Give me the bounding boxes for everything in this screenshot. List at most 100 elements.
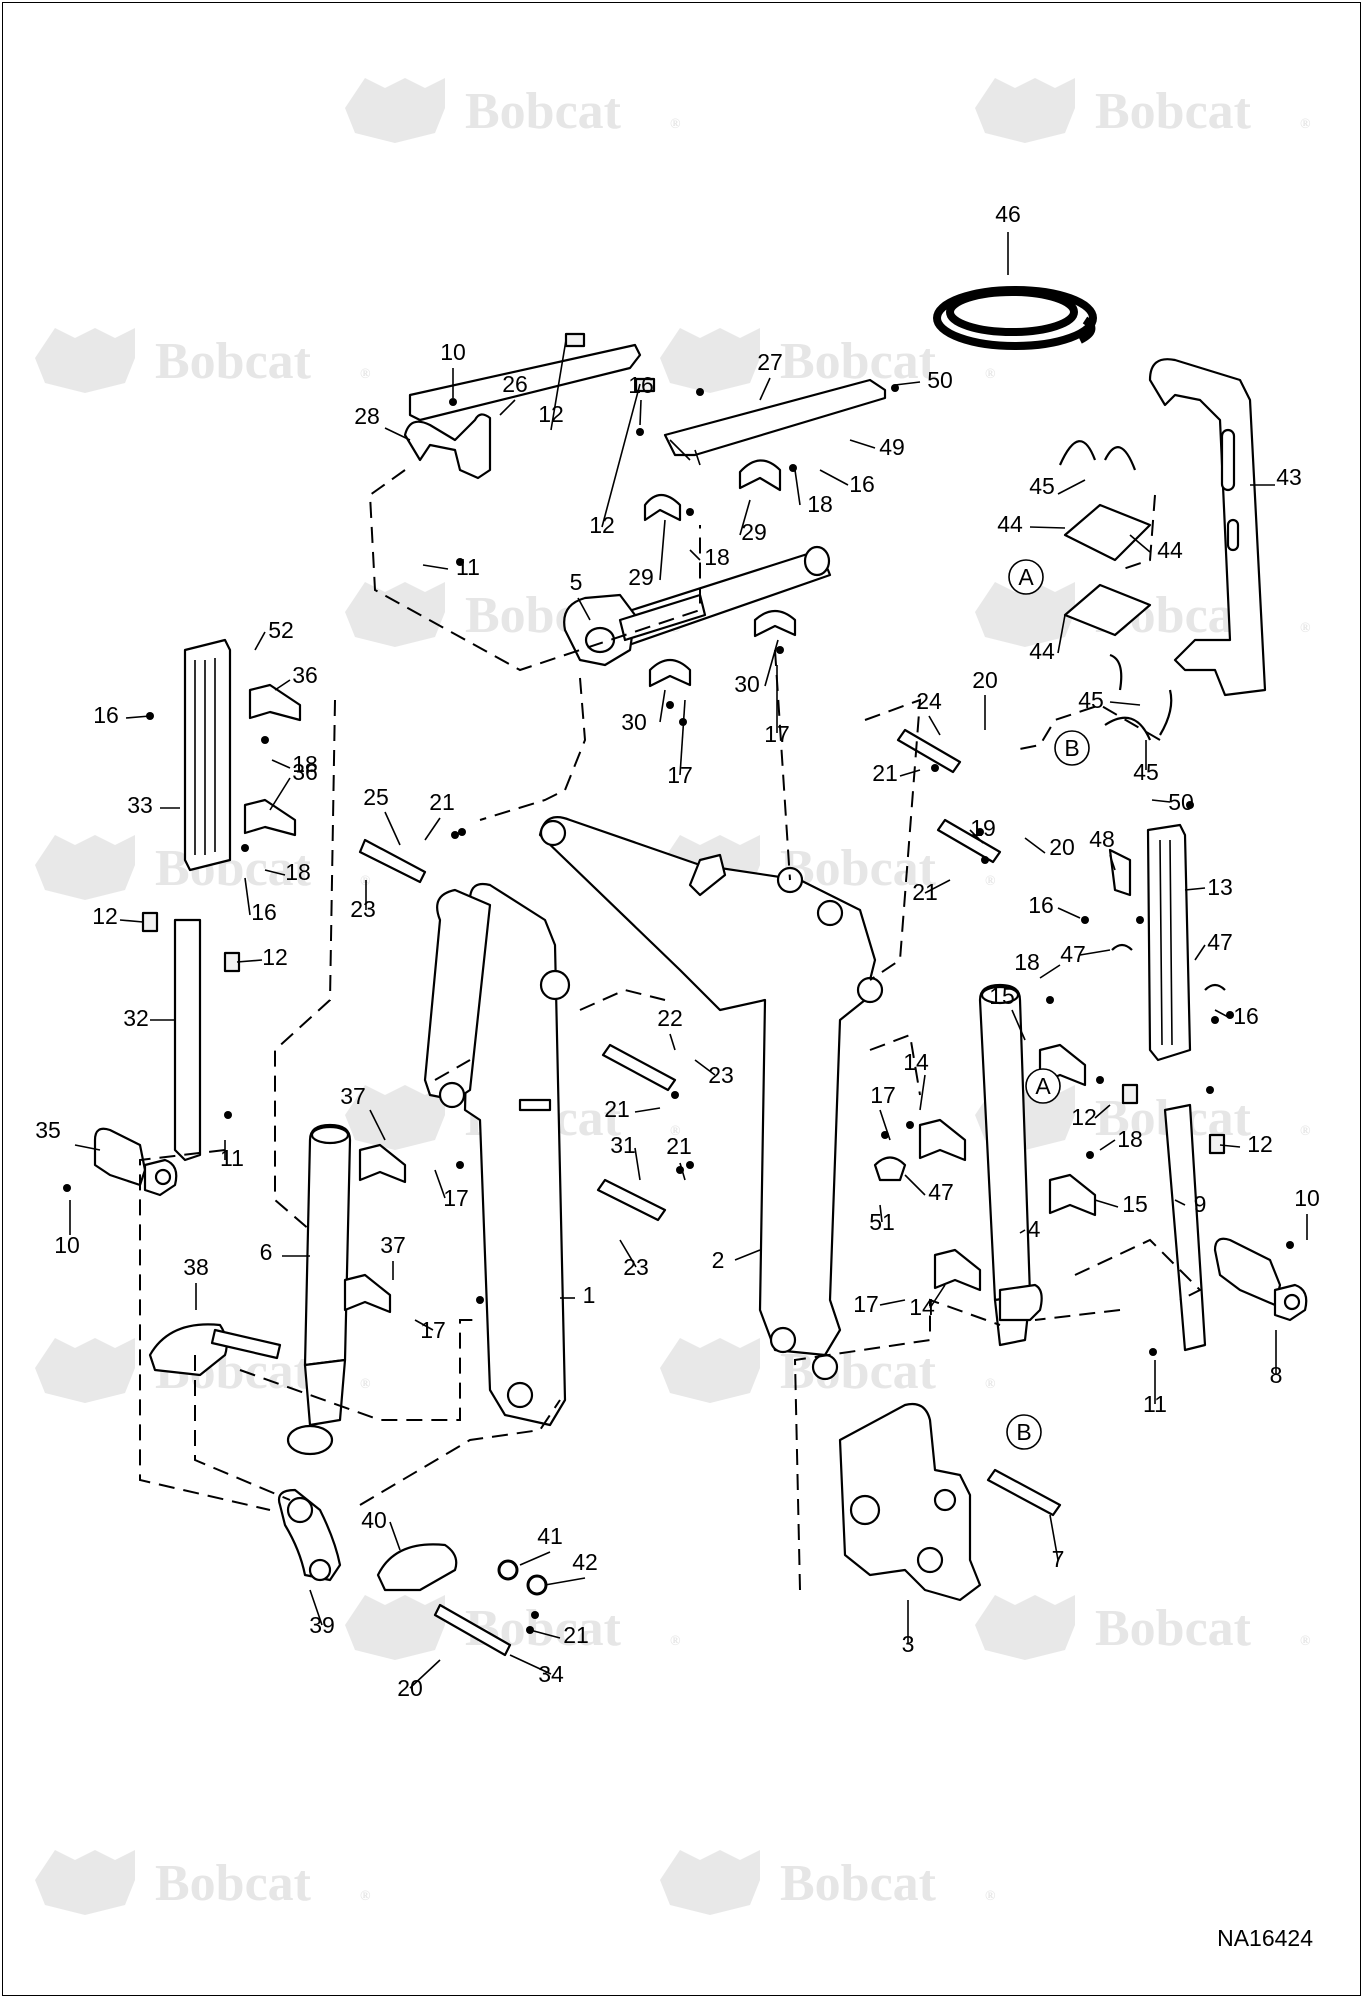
part-number-label: 42 — [572, 1549, 598, 1575]
leader-line — [434, 1169, 446, 1199]
bolt-dot — [458, 828, 466, 836]
part-number-label: 13 — [1207, 874, 1233, 900]
bolt-dot — [1149, 1348, 1157, 1356]
bolt-dot — [1086, 1151, 1094, 1159]
watermark-mark: ® — [985, 367, 996, 382]
watermark-text: Bobcat — [1095, 1600, 1252, 1657]
part-number-label: 10 — [440, 339, 466, 365]
part-number-label: 17 — [853, 1291, 879, 1317]
part-number-label: 21 — [604, 1096, 630, 1122]
leader-line — [1057, 614, 1066, 654]
leader-line — [422, 564, 449, 570]
leader-line — [519, 1551, 551, 1566]
part-number-label: 30 — [734, 671, 760, 697]
leader-line — [924, 879, 951, 894]
part-number-label: 26 — [502, 371, 528, 397]
part-number-label: 41 — [537, 1523, 563, 1549]
bolt-dot — [1286, 1241, 1294, 1249]
part-number-label: 16 — [628, 372, 654, 398]
part-number-label: 44 — [1029, 638, 1055, 664]
watermark-logo: Bobcat® — [345, 78, 681, 143]
leader-line — [794, 469, 801, 506]
leader-line — [550, 339, 567, 431]
rail-27 — [663, 378, 887, 457]
part-number-label: 45 — [1078, 687, 1104, 713]
callout-letter: A — [1008, 559, 1044, 595]
leader-line — [269, 777, 291, 811]
bolt-dot — [451, 831, 459, 839]
leader-line — [1011, 1009, 1026, 1041]
part-number-label: 5 — [570, 569, 583, 595]
leader-line — [879, 1204, 883, 1223]
bracket-35 — [93, 1127, 147, 1187]
part-number-label: 2 — [712, 1247, 725, 1273]
bolt-dots — [63, 384, 1294, 1634]
callout-letter-text: B — [1064, 735, 1079, 761]
leader-line — [1024, 837, 1046, 854]
leader-line — [928, 715, 941, 736]
watermark-text: Bobcat — [780, 1855, 937, 1912]
leader-lines — [69, 232, 1308, 1689]
bolt-dot — [1136, 916, 1144, 924]
leader-line — [689, 549, 701, 561]
leader-line — [919, 1074, 926, 1111]
watermark-logo: Bobcat® — [345, 1595, 681, 1660]
leader-line — [929, 1284, 946, 1309]
bracket-43 — [1148, 358, 1267, 697]
part-number-label: 18 — [292, 751, 318, 777]
watermark-mark: ® — [360, 1377, 371, 1392]
cylinder-6 — [286, 1123, 352, 1456]
bolt-dot — [531, 1611, 539, 1619]
part-number-label: 31 — [610, 1132, 636, 1158]
leader-line — [499, 399, 516, 416]
leader-line — [639, 399, 642, 426]
leader-line — [619, 1239, 637, 1268]
part-number-label: 52 — [268, 617, 294, 643]
part-number-label: 29 — [628, 564, 654, 590]
part-number-label: 10 — [1294, 1185, 1320, 1211]
leader-line — [424, 817, 441, 841]
leader-line — [1094, 1199, 1119, 1208]
part-number-label: 33 — [127, 792, 153, 818]
watermark-text: Bobcat — [155, 840, 312, 897]
leader-line — [904, 1174, 926, 1196]
part-number-label: 29 — [741, 519, 767, 545]
leader-line — [509, 1654, 552, 1675]
part-number-label: 23 — [350, 896, 376, 922]
part-number-label: 14 — [903, 1049, 929, 1075]
bolt-dot — [931, 764, 939, 772]
part-number-label: 47 — [928, 1179, 954, 1205]
watermark-mark: ® — [360, 367, 371, 382]
bolt-dot — [891, 384, 899, 392]
part-number-label: 15 — [989, 983, 1015, 1009]
leader-line — [879, 1299, 906, 1306]
leader-line — [1184, 887, 1206, 891]
part-number-label: 44 — [1157, 537, 1183, 563]
leader-line — [659, 689, 666, 723]
watermark-mark: ® — [1300, 1124, 1311, 1139]
watermark-mark: ® — [670, 1124, 681, 1139]
part-number-label: 9 — [1194, 1191, 1207, 1217]
leader-line — [264, 869, 286, 876]
part-number-label: 16 — [93, 702, 119, 728]
part-number-label: 32 — [123, 1005, 149, 1031]
leader-line — [969, 829, 984, 844]
guard-33 — [183, 638, 232, 872]
leader-line — [254, 631, 266, 651]
leader-line — [1079, 949, 1111, 956]
part-number-label: 17 — [443, 1185, 469, 1211]
part-number-label: 21 — [912, 879, 938, 905]
bolt-dot — [1046, 996, 1054, 1004]
part-number-label: 16 — [849, 471, 875, 497]
leader-line — [679, 699, 686, 776]
part-number-label: 40 — [361, 1507, 387, 1533]
part-number-label: 36 — [292, 662, 318, 688]
strip-9 — [1163, 1103, 1207, 1352]
part-number-label: 25 — [363, 784, 389, 810]
leader-line — [879, 1109, 891, 1141]
bolt-dot — [976, 828, 984, 836]
leader-line — [849, 439, 876, 449]
leader-line — [1219, 1144, 1241, 1148]
